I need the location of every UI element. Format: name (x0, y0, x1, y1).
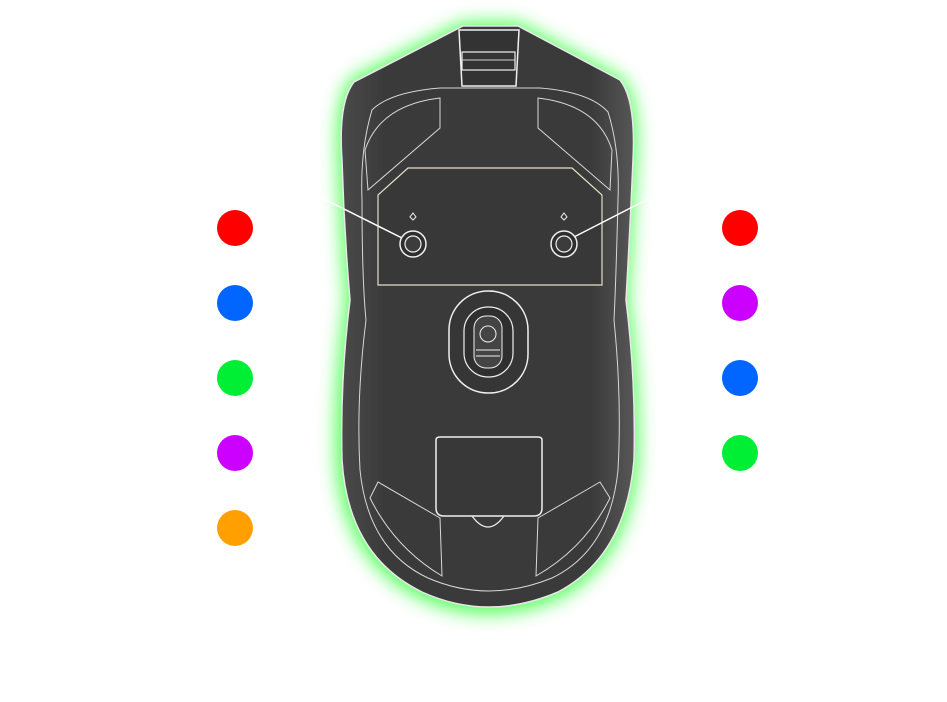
weight-cover-plate (377, 167, 603, 286)
optical-sensor (448, 290, 529, 394)
swatch-right-red[interactable] (722, 210, 758, 246)
screw-right (550, 212, 578, 258)
swatch-left-purple[interactable] (217, 435, 253, 471)
glide-pad-bottom-left (369, 481, 443, 577)
glide-pad-top-right (537, 97, 613, 192)
swatch-right-blue[interactable] (722, 360, 758, 396)
battery-door (435, 436, 543, 517)
swatch-left-green[interactable] (217, 360, 253, 396)
swatch-left-orange[interactable] (217, 510, 253, 546)
swatch-right-purple[interactable] (722, 285, 758, 321)
glide-pad-top-left (364, 97, 441, 192)
battery-door-notch (471, 515, 505, 528)
swatch-left-red[interactable] (217, 210, 253, 246)
swatch-right-green[interactable] (722, 435, 758, 471)
screw-left (399, 212, 427, 258)
glide-pad-bottom-right (535, 481, 611, 577)
scroll-wheel (458, 29, 520, 87)
swatch-left-blue[interactable] (217, 285, 253, 321)
pointer-line-left (321, 197, 403, 239)
pointer-line-right (571, 197, 651, 239)
mouse-inner-contour (358, 87, 620, 592)
